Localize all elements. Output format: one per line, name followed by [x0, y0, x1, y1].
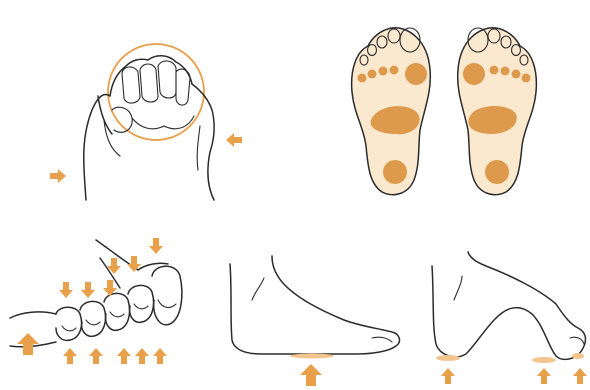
- pressure-spot: [512, 70, 521, 79]
- pressure-spot: [463, 63, 485, 85]
- pressure-spot: [379, 67, 388, 76]
- pressure-spot: [405, 63, 427, 85]
- arrow-up-icon: [537, 368, 551, 384]
- arrow-up-icon: [117, 348, 131, 364]
- arrow-up-icon: [89, 348, 103, 364]
- pressure-glow: [572, 353, 584, 359]
- arrow-up-icon: [153, 348, 167, 364]
- side-view-arched-foot: [432, 252, 587, 384]
- grip-toes-figure: [50, 44, 242, 200]
- arrow-up-icon: [135, 348, 149, 364]
- focus-ring: [108, 44, 204, 140]
- pressure-spot: [485, 160, 509, 184]
- arrow-up-icon: [573, 368, 587, 384]
- arrow-up-icon: [441, 368, 455, 384]
- pressure-spot: [522, 74, 531, 83]
- toes-compression-figure: [10, 238, 182, 364]
- pressure-glow: [532, 357, 556, 363]
- big-arrow-up-icon: [17, 333, 39, 355]
- pressure-glow: [436, 355, 460, 361]
- arrow-up-icon: [63, 348, 77, 364]
- pressure-spot: [501, 67, 510, 76]
- side-view-flat-foot: [230, 256, 399, 386]
- arrow-right-icon: [50, 169, 66, 183]
- pressure-spot: [358, 74, 367, 83]
- arrow-down-icon: [81, 282, 95, 298]
- pressure-spot: [368, 70, 377, 79]
- pressure-spot: [390, 66, 399, 75]
- big-arrow-up-icon: [300, 364, 322, 386]
- arrow-left-icon: [226, 133, 242, 147]
- soles-figure: [352, 28, 537, 195]
- pressure-spot: [383, 160, 407, 184]
- pressure-spot: [490, 66, 499, 75]
- arrow-down-icon: [59, 282, 73, 298]
- arrow-down-icon: [149, 238, 163, 254]
- pressure-glow: [290, 354, 334, 359]
